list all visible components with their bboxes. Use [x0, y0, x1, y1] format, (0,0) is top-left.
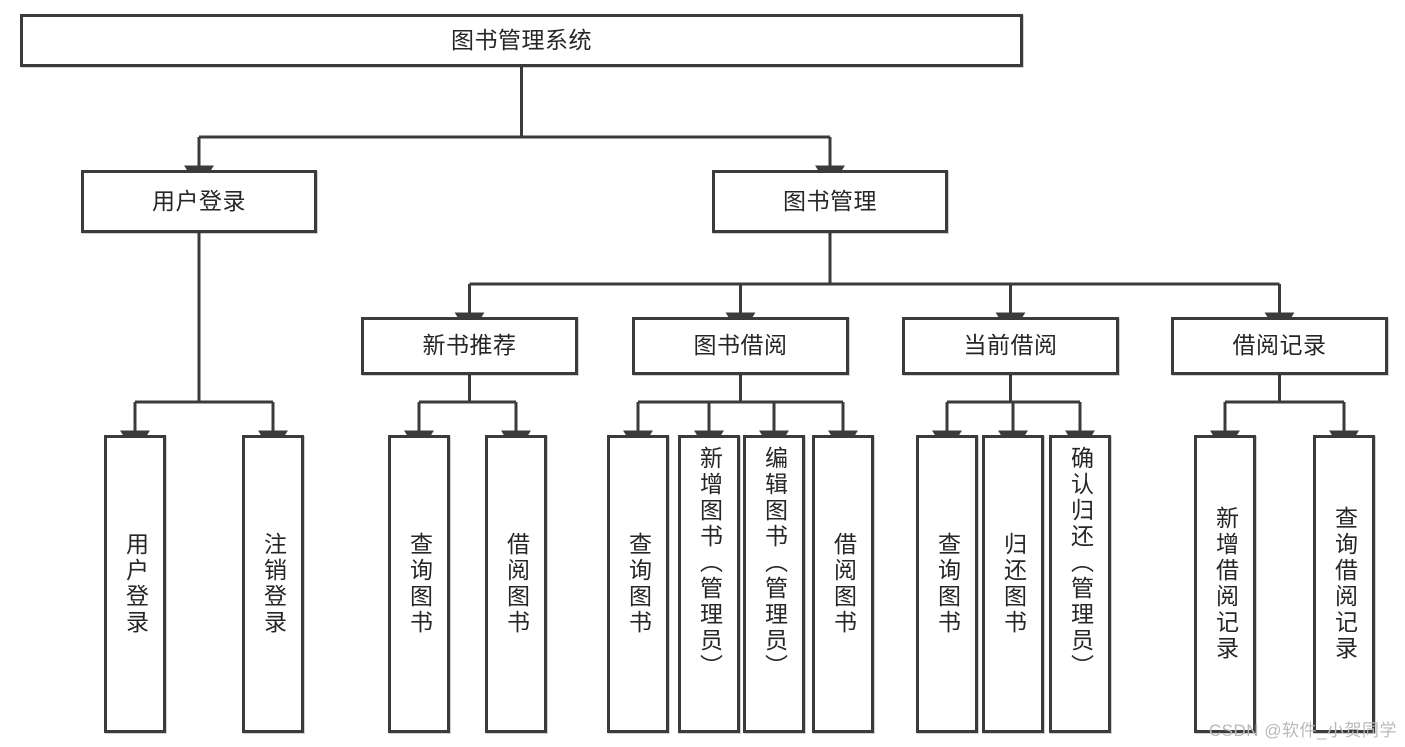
node-l6[interactable]: 新增图书（管理员）	[678, 435, 740, 733]
node-l4[interactable]: 借阅图书	[485, 435, 547, 733]
node-label: 用户登录	[122, 532, 149, 636]
node-n2a[interactable]: 用户登录	[81, 170, 317, 233]
node-l11[interactable]: 确认归还（管理员）	[1049, 435, 1111, 733]
node-label: 借阅记录	[1232, 332, 1327, 359]
node-label: 新书推荐	[422, 332, 517, 359]
node-n3b[interactable]: 图书借阅	[632, 317, 849, 375]
node-n3d[interactable]: 借阅记录	[1171, 317, 1388, 375]
node-l5[interactable]: 查询图书	[607, 435, 669, 733]
node-l1[interactable]: 用户登录	[104, 435, 166, 733]
node-label: 新增借阅记录	[1212, 506, 1239, 662]
node-label: 新增图书（管理员）	[696, 446, 723, 680]
node-label: 当前借阅	[963, 332, 1058, 359]
node-n3a[interactable]: 新书推荐	[361, 317, 578, 375]
node-l2[interactable]: 注销登录	[242, 435, 304, 733]
node-l12[interactable]: 新增借阅记录	[1194, 435, 1256, 733]
node-label: 编辑图书（管理员）	[761, 446, 788, 680]
node-label: 借阅图书	[830, 532, 857, 636]
node-l9[interactable]: 查询图书	[916, 435, 978, 733]
node-label: 归还图书	[1000, 532, 1027, 636]
node-n3c[interactable]: 当前借阅	[902, 317, 1119, 375]
node-label: 借阅图书	[503, 532, 530, 636]
node-n2b[interactable]: 图书管理	[712, 170, 948, 233]
node-label: 用户登录	[152, 187, 246, 214]
node-root[interactable]: 图书管理系统	[20, 14, 1023, 67]
node-l7[interactable]: 编辑图书（管理员）	[743, 435, 805, 733]
node-label: 查询图书	[625, 532, 652, 636]
node-label: 查询图书	[406, 532, 433, 636]
node-label: 查询图书	[934, 532, 961, 636]
node-label: 注销登录	[260, 532, 287, 636]
watermark-label: CSDN @软件_小贺同学	[1208, 721, 1397, 740]
node-l3[interactable]: 查询图书	[388, 435, 450, 733]
node-label: 确认归还（管理员）	[1067, 446, 1094, 680]
node-l10[interactable]: 归还图书	[982, 435, 1044, 733]
node-label: 图书借阅	[693, 332, 788, 359]
node-label: 查询借阅记录	[1331, 506, 1358, 662]
node-l13[interactable]: 查询借阅记录	[1313, 435, 1375, 733]
node-l8[interactable]: 借阅图书	[812, 435, 874, 733]
node-label: 图书管理系统	[451, 26, 592, 53]
node-label: 图书管理	[783, 187, 877, 214]
